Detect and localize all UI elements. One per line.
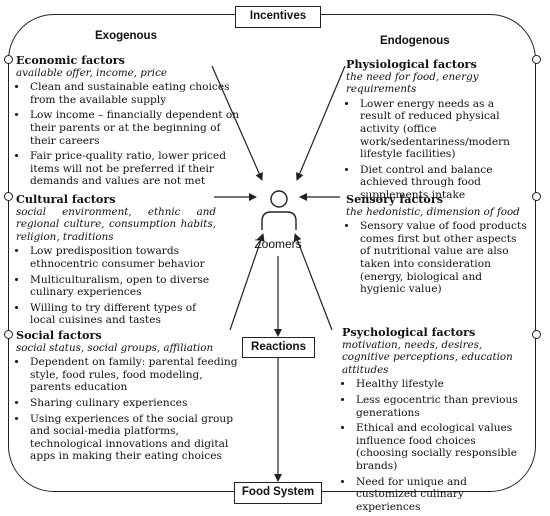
- psychological-title: Psychological factors: [342, 325, 476, 339]
- arrow-economic-to-zoomers: [211, 65, 263, 181]
- person-icon: [261, 190, 297, 230]
- exogenous-heading: Exogenous: [95, 30, 157, 42]
- economic-title: Economic factors: [16, 53, 125, 67]
- psychological-item: Ethical and ecological values influence …: [354, 422, 526, 472]
- sensory-item: Sensory value of food products comes fir…: [358, 220, 528, 296]
- physiological-item: Lower energy needs as a result of reduce…: [358, 98, 528, 161]
- cultural-title: Cultural factors: [16, 192, 116, 206]
- right-top-connector: [532, 55, 541, 64]
- physiological-subtitle: the need for food, energy requirements: [346, 70, 479, 96]
- economic-item: Fair price-quality ratio, lower priced i…: [28, 150, 244, 188]
- psychological-item: Less egocentric than previous generation…: [354, 394, 526, 419]
- psychological-factors: Psychological factors motivation, needs,…: [342, 326, 526, 516]
- psychological-subtitle: motivation, needs, desires, cognitive pe…: [342, 338, 513, 376]
- sensory-subtitle: the hedonistic, dimension of food: [346, 205, 520, 218]
- social-title: Social factors: [16, 328, 102, 342]
- social-item: Using experiences of the social group an…: [28, 413, 238, 463]
- zoomers-label: Zoomers: [254, 237, 302, 251]
- cultural-item: Low predisposition towards ethnocentric …: [28, 245, 216, 270]
- social-subtitle: social status, social groups, affiliatio…: [16, 341, 214, 354]
- left-middle-connector: [4, 192, 13, 201]
- endogenous-heading: Endogenous: [380, 35, 450, 47]
- left-bottom-connector: [4, 330, 13, 339]
- economic-item: Low income – financially dependent on th…: [28, 109, 244, 147]
- psychological-item: Need for unique and customized culinary …: [354, 476, 526, 514]
- cultural-item: Multiculturalism, open to diverse culina…: [28, 274, 216, 299]
- social-factors: Social factors social status, social gro…: [16, 329, 238, 466]
- arrow-physiological-to-zoomers: [296, 65, 346, 181]
- economic-factors: Economic factors available offer, income…: [16, 54, 244, 191]
- physiological-title: Physiological factors: [346, 57, 477, 71]
- right-bottom-connector: [532, 330, 541, 339]
- food-system-box: Food System: [234, 482, 322, 504]
- incentives-box: Incentives: [235, 6, 321, 28]
- social-item: Sharing culinary experiences: [28, 397, 238, 410]
- reactions-box: Reactions: [242, 337, 315, 358]
- physiological-item: Diet control and balance achieved throug…: [358, 164, 528, 202]
- cultural-item: Willing to try different types of local …: [28, 302, 216, 327]
- economic-subtitle: available offer, income, price: [16, 66, 167, 79]
- cultural-factors: Cultural factors social environment, eth…: [16, 193, 216, 330]
- cultural-subtitle: social environment, ethnic and regional …: [16, 205, 216, 243]
- economic-item: Clean and sustainable eating choices fro…: [28, 81, 244, 106]
- left-top-connector: [4, 55, 13, 64]
- psychological-item: Healthy lifestyle: [354, 378, 526, 391]
- sensory-factors: Sensory factors the hedonistic, dimensio…: [346, 193, 528, 299]
- sensory-title: Sensory factors: [346, 192, 444, 206]
- right-middle-connector: [532, 192, 541, 201]
- physiological-factors: Physiological factors the need for food,…: [346, 58, 528, 205]
- social-item: Dependent on family: parental feeding st…: [28, 356, 238, 394]
- arrow-psychological-to-zoomers: [293, 233, 333, 331]
- arrow-social-to-zoomers: [229, 233, 265, 331]
